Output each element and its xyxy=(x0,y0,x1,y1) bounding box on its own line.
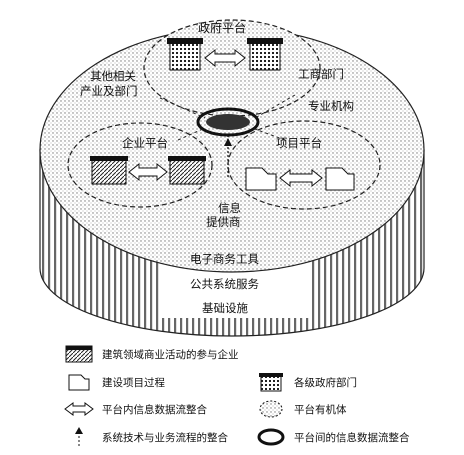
legend-item: 平台内信息数据流整合 xyxy=(64,398,207,420)
ring-icon xyxy=(256,427,286,447)
legend-item: 建设项目过程 xyxy=(64,371,165,393)
commerce-department-label: 工商部门 xyxy=(298,67,344,81)
government-building-icon xyxy=(256,372,286,392)
government-platform-label: 政府平台 xyxy=(198,21,247,35)
building-hatched-icon xyxy=(90,156,206,185)
other-industries-label-line1: 其他相关 xyxy=(90,69,136,83)
connector-lines xyxy=(159,94,296,141)
double-arrow-icon xyxy=(204,48,246,68)
project-process-icon xyxy=(64,372,94,392)
project-process-icon xyxy=(245,167,355,191)
building-hatched-icon xyxy=(64,344,94,364)
professional-institution-label: 专业机构 xyxy=(308,99,354,113)
enterprise-platform-label: 企业平台 xyxy=(122,136,168,150)
public-services-label: 公共系统服务 xyxy=(190,277,259,291)
vertical-dotted-arrow-icon xyxy=(64,427,94,447)
double-arrow-icon xyxy=(128,162,168,182)
dotted-circle-icon xyxy=(256,399,286,419)
ecommerce-tools-label: 电子商务工具 xyxy=(190,252,259,266)
project-platform-label: 项目平台 xyxy=(276,136,322,150)
government-building-icon xyxy=(167,38,283,71)
other-industries-label-line2: 产业及部门 xyxy=(80,84,138,98)
project-platform-circle xyxy=(227,120,381,210)
infrastructure-label: 基础设施 xyxy=(202,301,248,315)
double-arrow-icon xyxy=(279,168,323,188)
legend-item: 平台有机体 xyxy=(256,398,347,420)
legend-item: 各级政府部门 xyxy=(256,371,357,393)
double-arrow-icon xyxy=(64,399,94,419)
enterprise-platform-circle xyxy=(67,122,213,208)
info-provider-label-line2: 提供商 xyxy=(206,215,241,229)
vertical-dotted-arrow-icon xyxy=(224,135,232,178)
info-provider-label-line1: 信息 xyxy=(218,201,241,215)
legend-item: 平台间的信息数据流整合 xyxy=(256,426,410,448)
legend-item: 建筑领域商业活动的参与企业 xyxy=(64,343,239,365)
legend-item: 系统技术与业务流程的整合 xyxy=(64,426,228,448)
